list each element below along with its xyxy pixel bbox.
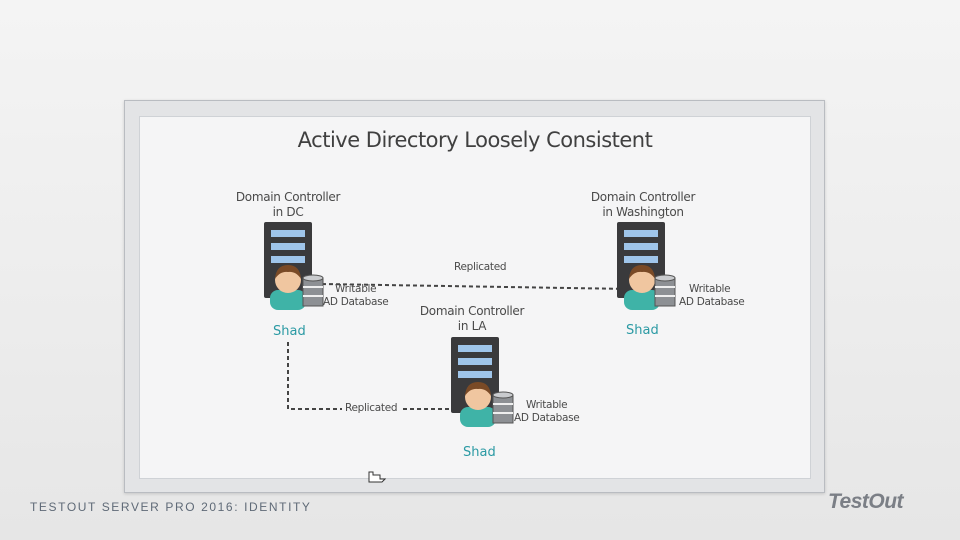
la-title-line2: in LA [457, 319, 487, 333]
washington-title-line1: Domain Controller [590, 190, 696, 204]
washington-db-line2: AD Database [679, 296, 745, 308]
replicated-label-bottom: Replicated [342, 402, 401, 414]
washington-user-name: Shad [626, 323, 659, 338]
course-title: TESTOUT SERVER PRO 2016: IDENTITY [30, 500, 312, 514]
person-icon [460, 382, 496, 427]
replicated-label-top: Replicated [451, 261, 510, 273]
slide-title: Active Directory Loosely Consistent [297, 128, 653, 152]
dc-title: Domain Controller in DC [226, 190, 350, 220]
person-icon [624, 265, 660, 310]
dc-title-line2: in DC [272, 205, 304, 219]
database-icon [302, 274, 324, 307]
dc-db-line1: Writable [335, 283, 377, 295]
la-title-line1: Domain Controller [419, 304, 525, 318]
washington-db-line1: Writable [689, 283, 731, 295]
la-db-line2: AD Database [514, 412, 580, 424]
dc-user-name: Shad [273, 324, 306, 339]
edge-dc-la [287, 342, 452, 410]
dc-db-label: Writable AD Database [323, 283, 389, 309]
washington-title-line2: in Washington [602, 205, 684, 219]
brand-logo: TestOut [828, 490, 904, 513]
database-icon [654, 274, 676, 307]
edge-dc-washington [321, 283, 631, 290]
cursor-icon [368, 471, 386, 483]
presentation-frame: Active Directory Loosely Consistent Repl… [124, 100, 825, 493]
slide: Active Directory Loosely Consistent Repl… [139, 116, 811, 483]
database-icon [492, 391, 514, 424]
la-db-label: Writable AD Database [514, 399, 580, 425]
la-user-name: Shad [463, 445, 496, 460]
washington-title: Domain Controller in Washington [581, 190, 705, 220]
dc-title-line1: Domain Controller [235, 190, 341, 204]
la-title: Domain Controller in LA [410, 304, 534, 334]
person-icon [270, 265, 306, 310]
la-db-line1: Writable [526, 399, 568, 411]
dc-db-line2: AD Database [323, 296, 389, 308]
washington-db-label: Writable AD Database [679, 283, 745, 309]
